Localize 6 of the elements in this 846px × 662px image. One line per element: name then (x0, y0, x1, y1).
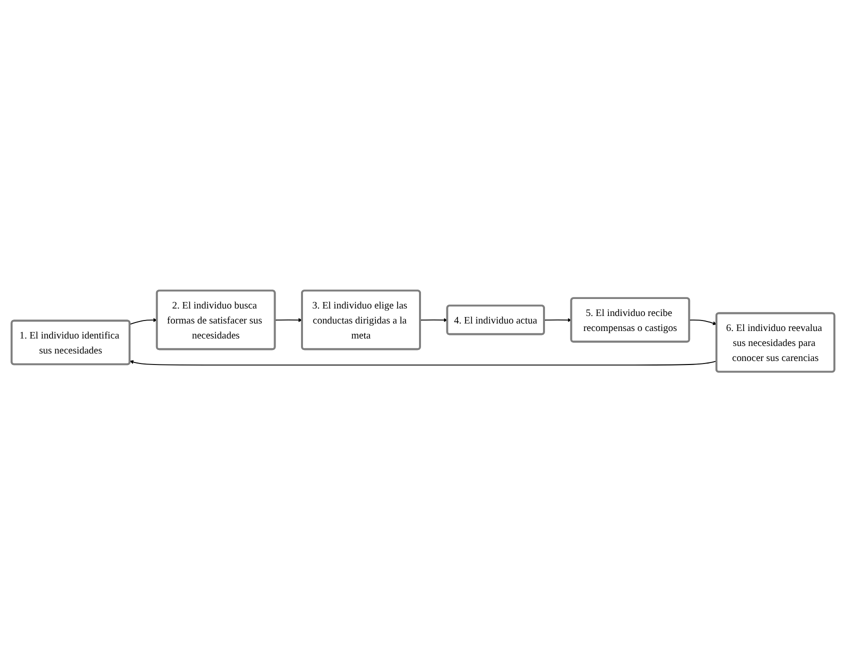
arrow (420, 318, 448, 322)
arrow (688, 319, 717, 325)
arrow (130, 360, 718, 366)
arrow (544, 318, 572, 322)
arrow (129, 318, 158, 325)
arrow (274, 318, 302, 322)
